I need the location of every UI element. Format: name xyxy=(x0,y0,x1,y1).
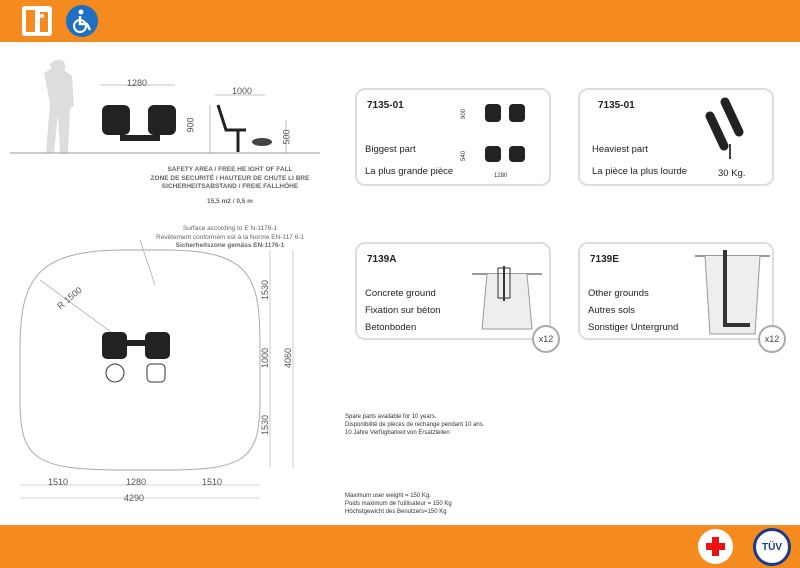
side-width-dimension: 1000 xyxy=(232,86,253,96)
bench-icon xyxy=(485,104,525,162)
card-label-de: Sonstiger Untergrund xyxy=(588,322,679,333)
safety-zone-outline xyxy=(19,249,261,471)
quantity-badge: x12 xyxy=(532,325,560,353)
part-code: 7135-01 xyxy=(598,100,635,111)
spare-parts-note: Spare parts available for 10 years. Disp… xyxy=(345,413,484,437)
card-label-en: Heaviest part xyxy=(592,144,648,155)
safety-line-2: ZONE DE SECURITÉ / HAUTEUR DE CHUTE LI B… xyxy=(150,174,310,182)
quantity-badge: x12 xyxy=(758,325,786,353)
plan-dim-htotal: 4290 xyxy=(124,493,145,503)
note-line: Höchstgewicht des Benutzers=150 Kg xyxy=(345,509,447,515)
card-other-grounds: 7139E Other grounds Autres sols Sonstige… xyxy=(578,242,774,340)
note-line: 10 Jahre Verfügbarkeit von Ersatzteilen xyxy=(345,430,450,436)
weight-value: 30 Kg. xyxy=(718,168,746,179)
note-line: Spare parts available for 10 years. xyxy=(345,414,437,420)
side-height-dimension: 500 xyxy=(281,129,292,145)
human-silhouette xyxy=(44,60,74,153)
card-label-fr: Fixation sur béton xyxy=(365,305,441,316)
plan-dim-v1: 1530 xyxy=(260,279,271,301)
card-label-fr: La pièce la plus lourde xyxy=(592,166,688,177)
plan-dim-h3: 1510 xyxy=(202,477,223,487)
dim-540: 540 xyxy=(461,150,468,162)
part-code: 7139A xyxy=(367,254,397,265)
safety-area-text: SAFETY AREA / FREE HE IGHT OF FALL ZONE … xyxy=(130,166,330,206)
width-dimension: 1280 xyxy=(127,78,148,88)
surface-line-1: Surface according to E N-1176-1 xyxy=(182,225,278,232)
part-code: 7135-01 xyxy=(367,100,404,111)
dim-900: 900 xyxy=(461,108,468,120)
card-label-fr: La plus grande pièce xyxy=(365,166,454,177)
footer-bar: TÜV xyxy=(0,525,800,568)
plan-dim-vtotal: 4060 xyxy=(283,347,294,369)
seat-icon xyxy=(705,97,744,159)
note-line: Poids maximum de l'utilisateur = 150 Kg xyxy=(345,501,452,507)
elevation-drawing xyxy=(10,60,320,154)
card-label-fr: Autres sols xyxy=(588,305,635,316)
surface-line-2: Revêtement conformém est à la Norme EN-1… xyxy=(156,233,304,241)
max-weight-note: Maximum user weight = 150 Kg. Poids maxi… xyxy=(345,492,452,516)
plan-dim-v2: 1000 xyxy=(260,347,271,369)
height-dimension: 900 xyxy=(185,117,196,133)
concrete-anchor-icon xyxy=(472,266,542,330)
surface-text: Surface according to E N-1176-1 Revêteme… xyxy=(130,225,330,251)
first-aid-icon xyxy=(698,529,733,564)
card-biggest-part: 7135-01 Biggest part La plus grande pièc… xyxy=(355,88,551,186)
safety-line-3: SICHERHEITSABSTAND / FREIE FALLHÖHE xyxy=(161,183,299,190)
emergency-exit-icon xyxy=(22,6,52,36)
tuv-certification-icon: TÜV xyxy=(753,528,791,566)
part-code: 7139E xyxy=(590,254,619,265)
plan-dim-h2: 1280 xyxy=(126,477,147,487)
card-label-de: Betonboden xyxy=(365,322,417,333)
note-line: Maximum user weight = 150 Kg. xyxy=(345,493,431,499)
dim-1280: 1280 xyxy=(494,173,508,179)
ground-anchor-icon xyxy=(695,250,770,335)
plan-drawing xyxy=(19,240,294,499)
plan-dim-h1: 1510 xyxy=(48,477,69,487)
safety-line-1: SAFETY AREA / FREE HE IGHT OF FALL xyxy=(167,166,293,173)
header-bar xyxy=(0,0,800,42)
plan-dim-v3: 1530 xyxy=(260,414,271,436)
safety-area-value: 15,5 m2 / 0,5 m xyxy=(207,197,253,205)
card-label-en: Biggest part xyxy=(365,144,416,155)
wheelchair-icon xyxy=(66,5,98,37)
card-label-en: Concrete ground xyxy=(365,288,436,299)
card-label-en: Other grounds xyxy=(588,288,649,299)
note-line: Disponibilité de pièces de rechange pend… xyxy=(345,422,485,428)
card-concrete-ground: 7139A Concrete ground Fixation sur béton… xyxy=(355,242,551,340)
surface-line-3: Sicherheitszone gemäss EN-1176-1 xyxy=(175,242,285,249)
card-heaviest-part: 7135-01 Heaviest part La pièce la plus l… xyxy=(578,88,774,186)
